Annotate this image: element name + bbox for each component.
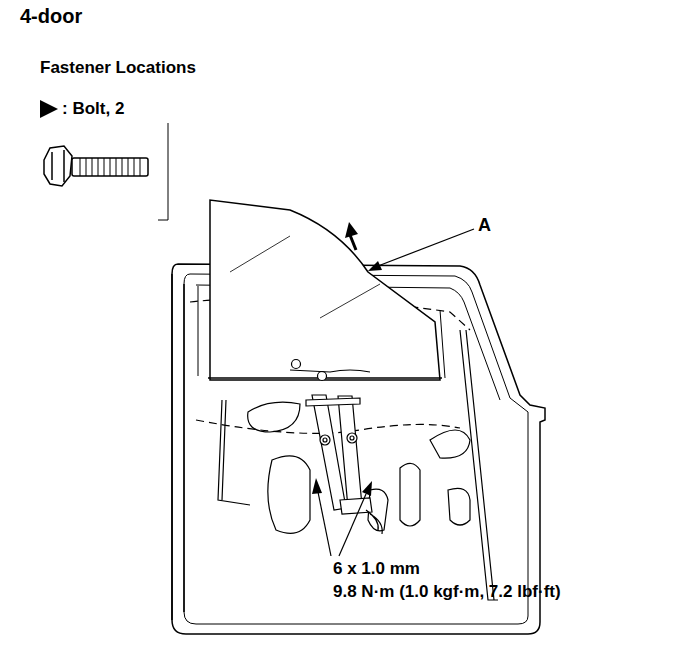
window-regulator (306, 395, 382, 534)
legend-bracket (158, 123, 168, 220)
section-heading: Fastener Locations (40, 58, 196, 78)
torque-label: 9.8 N·m (1.0 kgf·m, 7.2 lbf·ft) (333, 582, 561, 602)
glass-runs (218, 330, 498, 600)
bolts (290, 360, 370, 446)
bolt-picture (44, 146, 148, 186)
door-glass (210, 200, 440, 380)
leader-a (368, 229, 474, 271)
callout-letter: A (478, 215, 491, 236)
bolt-leaders (312, 478, 372, 556)
dimension-label: 6 x 1.0 mm (333, 559, 420, 579)
bolt-symbol (40, 100, 58, 118)
page-title: 4-door (20, 5, 82, 28)
legend-text: : Bolt, 2 (62, 99, 124, 119)
lift-arrow (345, 222, 358, 250)
